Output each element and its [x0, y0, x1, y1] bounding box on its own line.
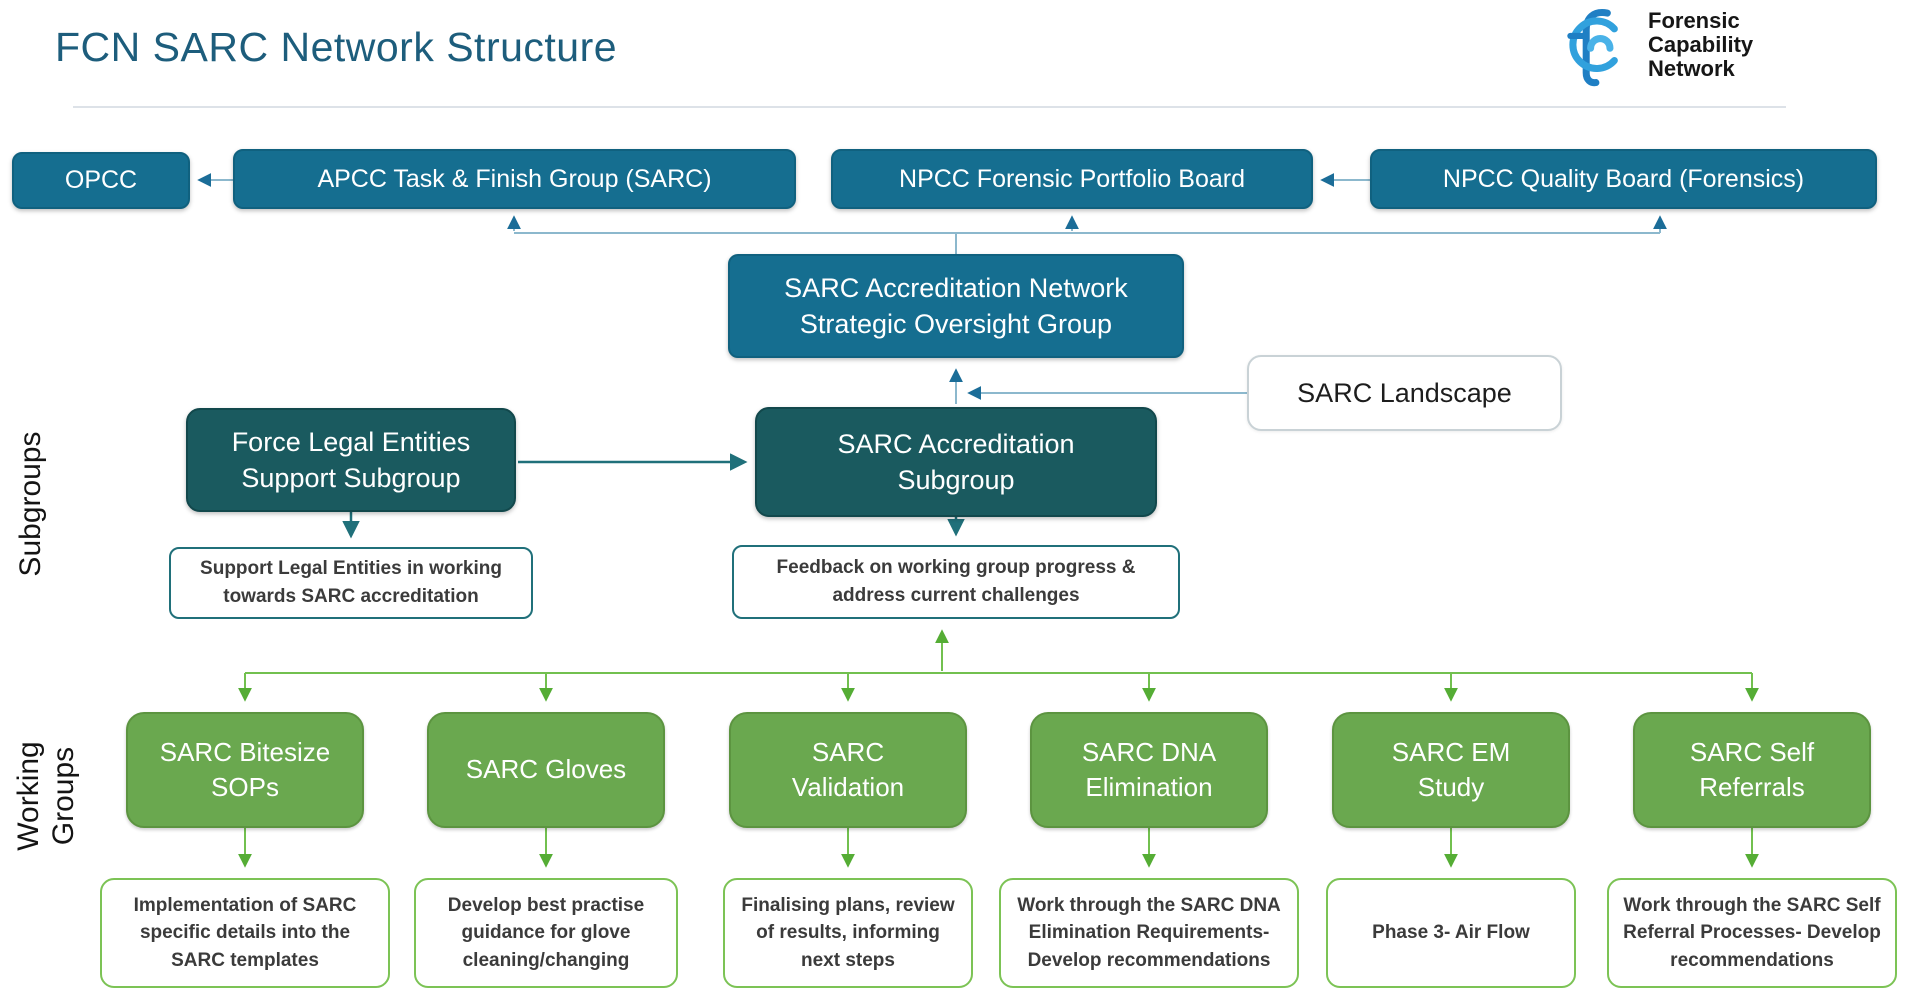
wg-label-line: SARC Self: [1689, 736, 1815, 767]
oversight-line-1: SARC Accreditation Network: [784, 272, 1128, 303]
wg-gloves-note: Develop best practise guidance for glove…: [414, 878, 678, 988]
accreditation-subgroup-note: Feedback on working group progress & add…: [732, 545, 1180, 619]
wg-sarc-self-referrals-box: SARC Self Referrals: [1633, 712, 1871, 828]
wg-sarc-validation-box: SARC Validation: [729, 712, 967, 828]
wg-em-study-note: Phase 3- Air Flow: [1326, 878, 1576, 988]
wg-label-line: SARC: [811, 736, 885, 767]
npcc-forensic-portfolio-board-box: NPCC Forensic Portfolio Board: [831, 149, 1313, 209]
accreditation-subgroup-line-2: Subgroup: [897, 465, 1015, 495]
oversight-line-2: Strategic Oversight Group: [799, 309, 1113, 339]
wg-label-line: Referrals: [1699, 772, 1805, 802]
wg-sarc-gloves-box: SARC Gloves: [427, 712, 665, 828]
fcn-logo-icon: [1567, 9, 1618, 87]
wg-label-line: SARC EM: [1391, 736, 1511, 767]
wg-label-line: SARC Gloves: [465, 754, 627, 785]
force-legal-entities-subgroup-box: Force Legal Entities Support Subgroup: [186, 408, 516, 512]
wg-label-line: SOPs: [211, 772, 279, 802]
working-groups-section-label: Working Groups: [12, 686, 84, 906]
logo-line-1: Forensic: [1648, 8, 1740, 33]
wg-label-line: Study: [1417, 772, 1485, 802]
logo-wordmark: Forensic Capability Network: [1648, 8, 1754, 82]
force-legal-note: Support Legal Entities in working toward…: [169, 547, 533, 619]
wg-validation-note: Finalising plans, review of results, inf…: [723, 878, 973, 988]
wg-sarc-em-study-box: SARC EM Study: [1332, 712, 1570, 828]
force-legal-line-1: Force Legal Entities: [231, 426, 471, 457]
title-divider: [73, 106, 1786, 108]
working-groups-label-line-2: Groups: [46, 746, 80, 846]
accreditation-subgroup-line-1: SARC Accreditation: [837, 428, 1075, 459]
wg-label-line: SARC DNA: [1081, 736, 1217, 767]
npcc-quality-board-box: NPCC Quality Board (Forensics): [1370, 149, 1877, 209]
sarc-landscape-box: SARC Landscape: [1247, 355, 1562, 431]
opcc-box: OPCC: [12, 152, 190, 209]
wg-sarc-bitesize-sops-box: SARC Bitesize SOPs: [126, 712, 364, 828]
wg-label-line: Validation: [791, 772, 905, 802]
sarc-accreditation-oversight-group-box: SARC Accreditation Network Strategic Ove…: [728, 254, 1184, 358]
force-legal-line-2: Support Subgroup: [241, 463, 461, 493]
page-title: FCN SARC Network Structure: [55, 24, 618, 70]
wg-sarc-dna-elimination-box: SARC DNA Elimination: [1030, 712, 1268, 828]
apcc-task-finish-group-box: APCC Task & Finish Group (SARC): [233, 149, 796, 209]
wg-bitesize-note: Implementation of SARC specific details …: [100, 878, 390, 988]
logo-line-3: Network: [1648, 56, 1735, 82]
logo-line-2: Capability: [1648, 32, 1754, 58]
wg-self-referrals-note: Work through the SARC Self Referral Proc…: [1607, 878, 1897, 988]
wg-label-line: SARC Bitesize: [159, 736, 331, 767]
subgroups-section-label: Subgroups: [14, 431, 47, 577]
working-groups-label-line-1: Working: [12, 741, 45, 851]
sarc-accreditation-subgroup-box: SARC Accreditation Subgroup: [755, 407, 1157, 517]
wg-label-line: Elimination: [1085, 772, 1213, 802]
wg-dna-elimination-note: Work through the SARC DNA Elimination Re…: [999, 878, 1299, 988]
